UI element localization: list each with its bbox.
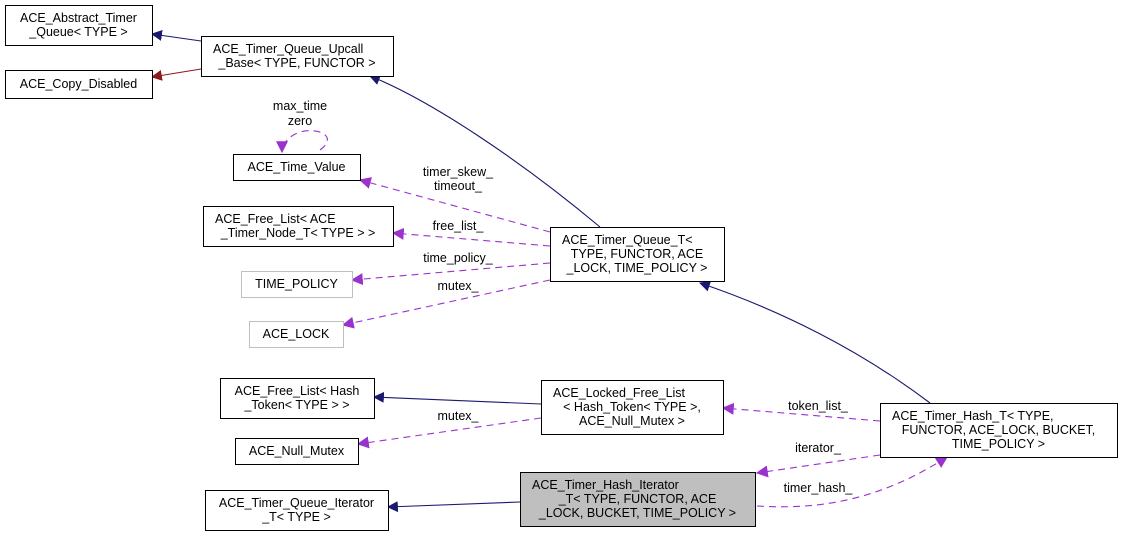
inheritance-edge-locked-free-list-to-free-list-hash xyxy=(372,391,542,405)
node-box[interactable] xyxy=(880,403,1118,458)
node-box[interactable] xyxy=(220,378,375,419)
node-label-line: ACE_Copy_Disabled xyxy=(20,77,137,91)
node-box[interactable] xyxy=(203,206,394,247)
node-label-line: _LOCK, BUCKET, TIME_POLICY > xyxy=(538,506,736,520)
node-label-line: ACE_Timer_Queue_Iterator xyxy=(219,496,374,510)
usage-edge-timer-queue-t-to-free-list-node xyxy=(391,227,551,247)
edge-label: max_time xyxy=(273,99,327,113)
node-label-line: _T< TYPE, FUNCTOR, ACE xyxy=(558,492,717,506)
edge-label: timeout_ xyxy=(434,179,483,193)
class-node-copy-disabled[interactable]: ACE_Copy_Disabled xyxy=(5,70,153,99)
usage-edge-locked-free-list-to-null-mutex xyxy=(356,417,542,449)
usage-edge-timer-hash-t-to-hash-iterator-t xyxy=(755,454,881,478)
usage-edge-hash-iterator-t-to-timer-hash-t xyxy=(756,456,949,508)
class-node-timer-hash-t[interactable]: ACE_Timer_Hash_T< TYPE,FUNCTOR, ACE_LOCK… xyxy=(880,403,1118,458)
class-node-locked-free-list[interactable]: ACE_Locked_Free_List< Hash_Token< TYPE >… xyxy=(541,380,724,435)
node-label-line: ACE_Abstract_Timer xyxy=(20,11,137,25)
class-node-time-policy[interactable]: TIME_POLICY xyxy=(241,271,353,298)
node-label-line: _T< TYPE > xyxy=(261,510,331,524)
inheritance-edge-timer-queue-t-to-upcall-base xyxy=(368,74,601,228)
class-node-ace-lock[interactable]: ACE_LOCK xyxy=(249,321,344,348)
inheritance-edge-upcall-base-to-abstract-timer-queue xyxy=(150,29,202,42)
node-box[interactable] xyxy=(5,70,153,99)
class-node-abstract-timer-queue[interactable]: ACE_Abstract_Timer_Queue< TYPE > xyxy=(5,5,153,46)
node-label-line: ACE_Time_Value xyxy=(248,160,346,174)
node-box[interactable] xyxy=(520,472,756,527)
node-label-line: _Timer_Node_T< TYPE > > xyxy=(220,226,376,240)
node-label-line: _LOCK, TIME_POLICY > xyxy=(566,261,708,275)
class-node-upcall-base[interactable]: ACE_Timer_Queue_Upcall_Base< TYPE, FUNCT… xyxy=(201,36,394,77)
edge-label: free_list_ xyxy=(433,219,485,233)
usage-edge-timer-queue-t-to-time-value xyxy=(358,177,551,233)
node-label-line: TIME_POLICY > xyxy=(952,437,1045,451)
class-node-free-list-node[interactable]: ACE_Free_List< ACE_Timer_Node_T< TYPE > … xyxy=(203,206,394,247)
usage-edge-time-value-to-time-value xyxy=(276,130,328,154)
node-label-line: ACE_Timer_Queue_Upcall xyxy=(213,42,363,56)
edge-label: mutex_ xyxy=(438,409,480,423)
node-label-line: TYPE, FUNCTOR, ACE xyxy=(571,247,703,261)
node-label-line: FUNCTOR, ACE_LOCK, BUCKET, xyxy=(902,423,1096,437)
node-label-line: ACE_Null_Mutex > xyxy=(579,414,685,428)
node-label-line: _Queue< TYPE > xyxy=(28,25,127,39)
node-box[interactable] xyxy=(205,490,389,531)
node-box[interactable] xyxy=(201,36,394,77)
private-inheritance-edge-upcall-base-to-copy-disabled xyxy=(150,68,202,81)
node-label-line: ACE_Timer_Queue_T< xyxy=(562,233,693,247)
node-label-line: TIME_POLICY xyxy=(255,277,338,291)
inheritance-edge-timer-hash-t-to-timer-queue-t xyxy=(698,280,931,404)
node-label-line: _Token< TYPE > > xyxy=(243,398,349,412)
node-label-line: ACE_Timer_Hash_T< TYPE, xyxy=(892,409,1054,423)
node-label-line: ACE_Timer_Hash_Iterator xyxy=(532,478,679,492)
class-node-hash-iterator-t[interactable]: ACE_Timer_Hash_Iterator_T< TYPE, FUNCTOR… xyxy=(520,472,756,527)
usage-edge-timer-hash-t-to-locked-free-list xyxy=(721,402,881,422)
node-label-line: ACE_Null_Mutex xyxy=(249,444,345,458)
node-label-line: ACE_LOCK xyxy=(263,327,330,341)
inheritance-edge-hash-iterator-t-to-queue-iterator-t xyxy=(386,501,521,513)
node-box[interactable] xyxy=(550,227,725,282)
node-box[interactable] xyxy=(235,438,359,465)
class-node-null-mutex[interactable]: ACE_Null_Mutex xyxy=(235,438,359,465)
class-node-time-value[interactable]: ACE_Time_Value xyxy=(233,154,361,181)
edge-label: mutex_ xyxy=(438,279,480,293)
edge-label: token_list_ xyxy=(788,399,849,413)
node-label-line: ACE_Free_List< Hash xyxy=(235,384,360,398)
class-node-queue-iterator-t[interactable]: ACE_Timer_Queue_Iterator_T< TYPE > xyxy=(205,490,389,531)
node-label-line: _Base< TYPE, FUNCTOR > xyxy=(217,56,375,70)
node-box[interactable] xyxy=(249,321,344,348)
edge-label: time_policy_ xyxy=(423,251,494,265)
node-label-line: < Hash_Token< TYPE >, xyxy=(563,400,701,414)
class-node-free-list-hash[interactable]: ACE_Free_List< Hash_Token< TYPE > > xyxy=(220,378,375,419)
node-label-line: ACE_Free_List< ACE xyxy=(215,212,336,226)
edge-label: timer_skew_ xyxy=(423,165,494,179)
edge-label: iterator_ xyxy=(795,441,842,455)
node-box[interactable] xyxy=(541,380,724,435)
node-label-line: ACE_Locked_Free_List xyxy=(553,386,686,400)
edge-label: zero xyxy=(288,114,312,128)
node-box[interactable] xyxy=(5,5,153,46)
usage-edge-timer-queue-t-to-time-policy xyxy=(350,262,551,286)
class-node-timer-queue-t[interactable]: ACE_Timer_Queue_T<TYPE, FUNCTOR, ACE_LOC… xyxy=(550,227,725,282)
node-box[interactable] xyxy=(241,271,353,298)
node-box[interactable] xyxy=(233,154,361,181)
edge-label: timer_hash_ xyxy=(784,481,854,495)
